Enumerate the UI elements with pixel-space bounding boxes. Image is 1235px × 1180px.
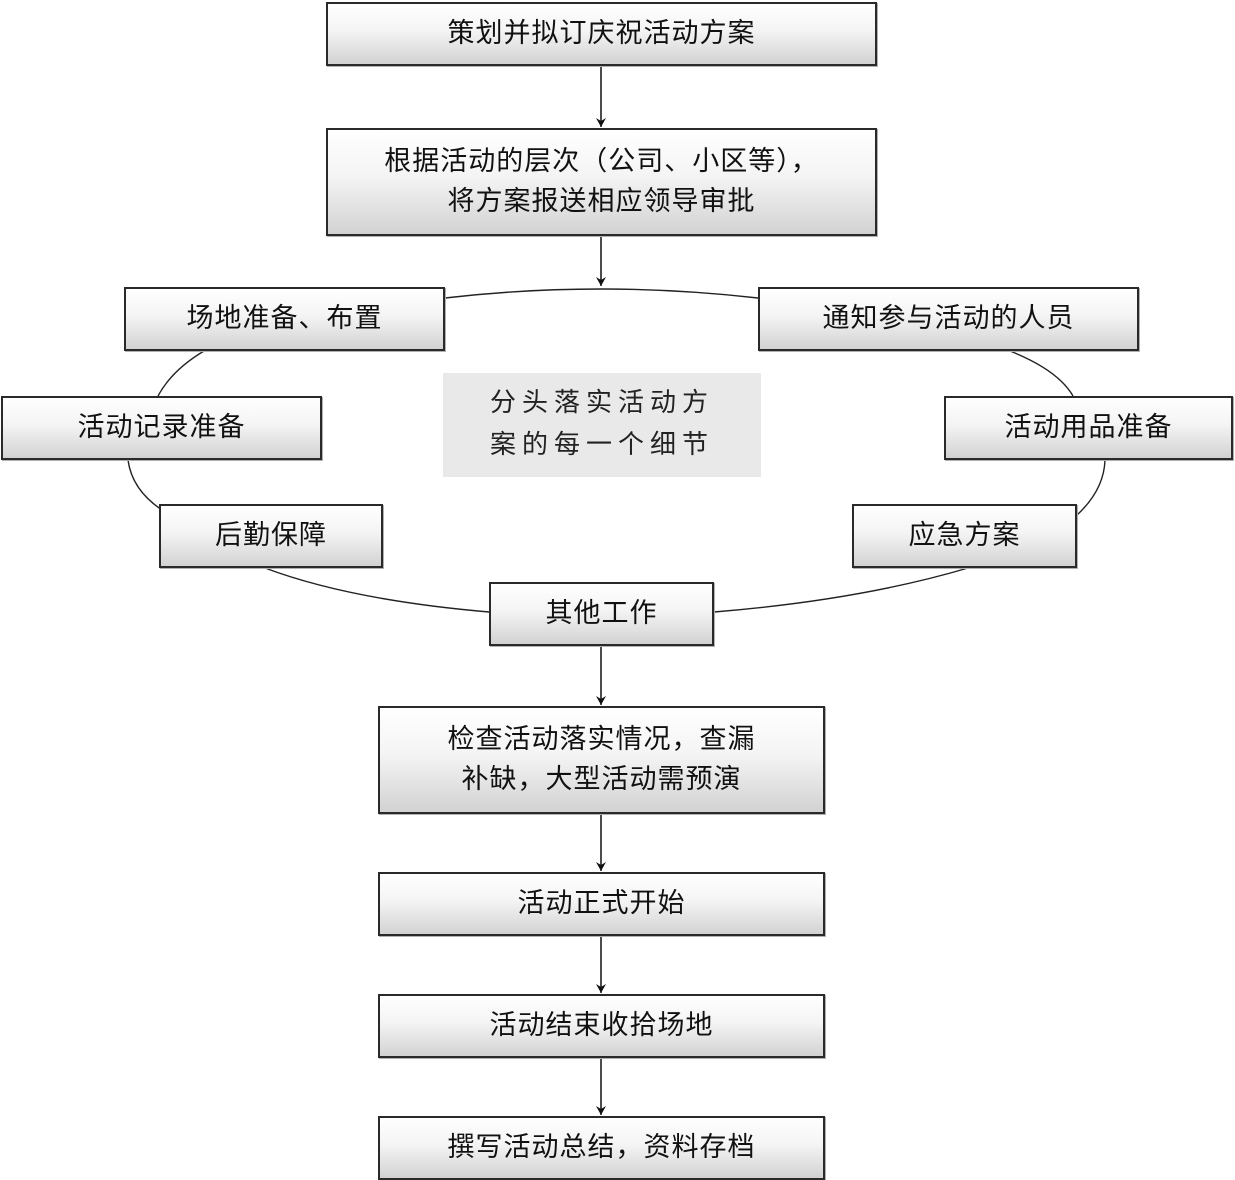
cycle-notify-box: 通知参与活动的人员 bbox=[758, 287, 1139, 351]
cycle-contingency-box: 应急方案 bbox=[852, 504, 1077, 568]
step-approve-box: 根据活动的层次（公司、小区等）， 将方案报送相应领导审批 bbox=[326, 128, 877, 236]
cycle-ring bbox=[127, 288, 1106, 613]
ring-right-upper bbox=[1009, 350, 1074, 397]
step-summary-text: 撰写活动总结，资料存档 bbox=[447, 1132, 756, 1164]
step-summary-box: 撰写活动总结，资料存档 bbox=[378, 1116, 825, 1180]
cycle-record-text: 活动记录准备 bbox=[77, 412, 246, 444]
cycle-logistics-box: 后勤保障 bbox=[159, 504, 383, 568]
cycle-supplies-box: 活动用品准备 bbox=[944, 396, 1233, 460]
ring-left-upper bbox=[157, 350, 205, 397]
center-note-line1: 分头落实活动方 bbox=[489, 388, 714, 419]
step-cleanup-text: 活动结束收拾场地 bbox=[489, 1010, 714, 1042]
cycle-venue-text: 场地准备、布置 bbox=[186, 303, 383, 335]
step-check-text: 检查活动落实情况，查漏 补缺，大型活动需预演 bbox=[448, 720, 756, 800]
step-approve-line2: 将方案报送相应领导审批 bbox=[447, 186, 756, 217]
cycle-logistics-text: 后勤保障 bbox=[215, 520, 327, 552]
cycle-record-box: 活动记录准备 bbox=[1, 396, 322, 460]
step-cleanup-box: 活动结束收拾场地 bbox=[378, 994, 825, 1058]
step-plan-box: 策划并拟订庆祝活动方案 bbox=[326, 2, 877, 66]
ring-left-lower bbox=[127, 459, 163, 511]
ring-bottom-left bbox=[264, 567, 490, 613]
ring-right-lower bbox=[1076, 459, 1106, 516]
cycle-other-text: 其他工作 bbox=[545, 598, 658, 630]
step-start-box: 活动正式开始 bbox=[378, 872, 825, 936]
center-note: 分头落实活动方 案的每一个细节 bbox=[443, 373, 761, 477]
step-check-box: 检查活动落实情况，查漏 补缺，大型活动需预演 bbox=[378, 706, 825, 814]
cycle-other-box: 其他工作 bbox=[489, 582, 714, 646]
cycle-notify-text: 通知参与活动的人员 bbox=[822, 303, 1075, 335]
cycle-contingency-text: 应急方案 bbox=[908, 520, 1021, 552]
cycle-venue-box: 场地准备、布置 bbox=[124, 287, 445, 351]
step-plan-text: 策划并拟订庆祝活动方案 bbox=[447, 18, 756, 50]
step-start-text: 活动正式开始 bbox=[517, 888, 686, 920]
step-check-line2: 补缺，大型活动需预演 bbox=[461, 764, 742, 795]
cycle-supplies-text: 活动用品准备 bbox=[1004, 412, 1173, 444]
ring-bottom-right bbox=[713, 567, 969, 613]
step-check-line1: 检查活动落实情况，查漏 bbox=[447, 724, 756, 756]
ring-top bbox=[444, 288, 759, 299]
step-approve-text: 根据活动的层次（公司、小区等）， 将方案报送相应领导审批 bbox=[384, 142, 819, 222]
step-approve-line1: 根据活动的层次（公司、小区等）， bbox=[384, 146, 819, 178]
center-note-line2: 案的每一个细节 bbox=[489, 430, 714, 460]
